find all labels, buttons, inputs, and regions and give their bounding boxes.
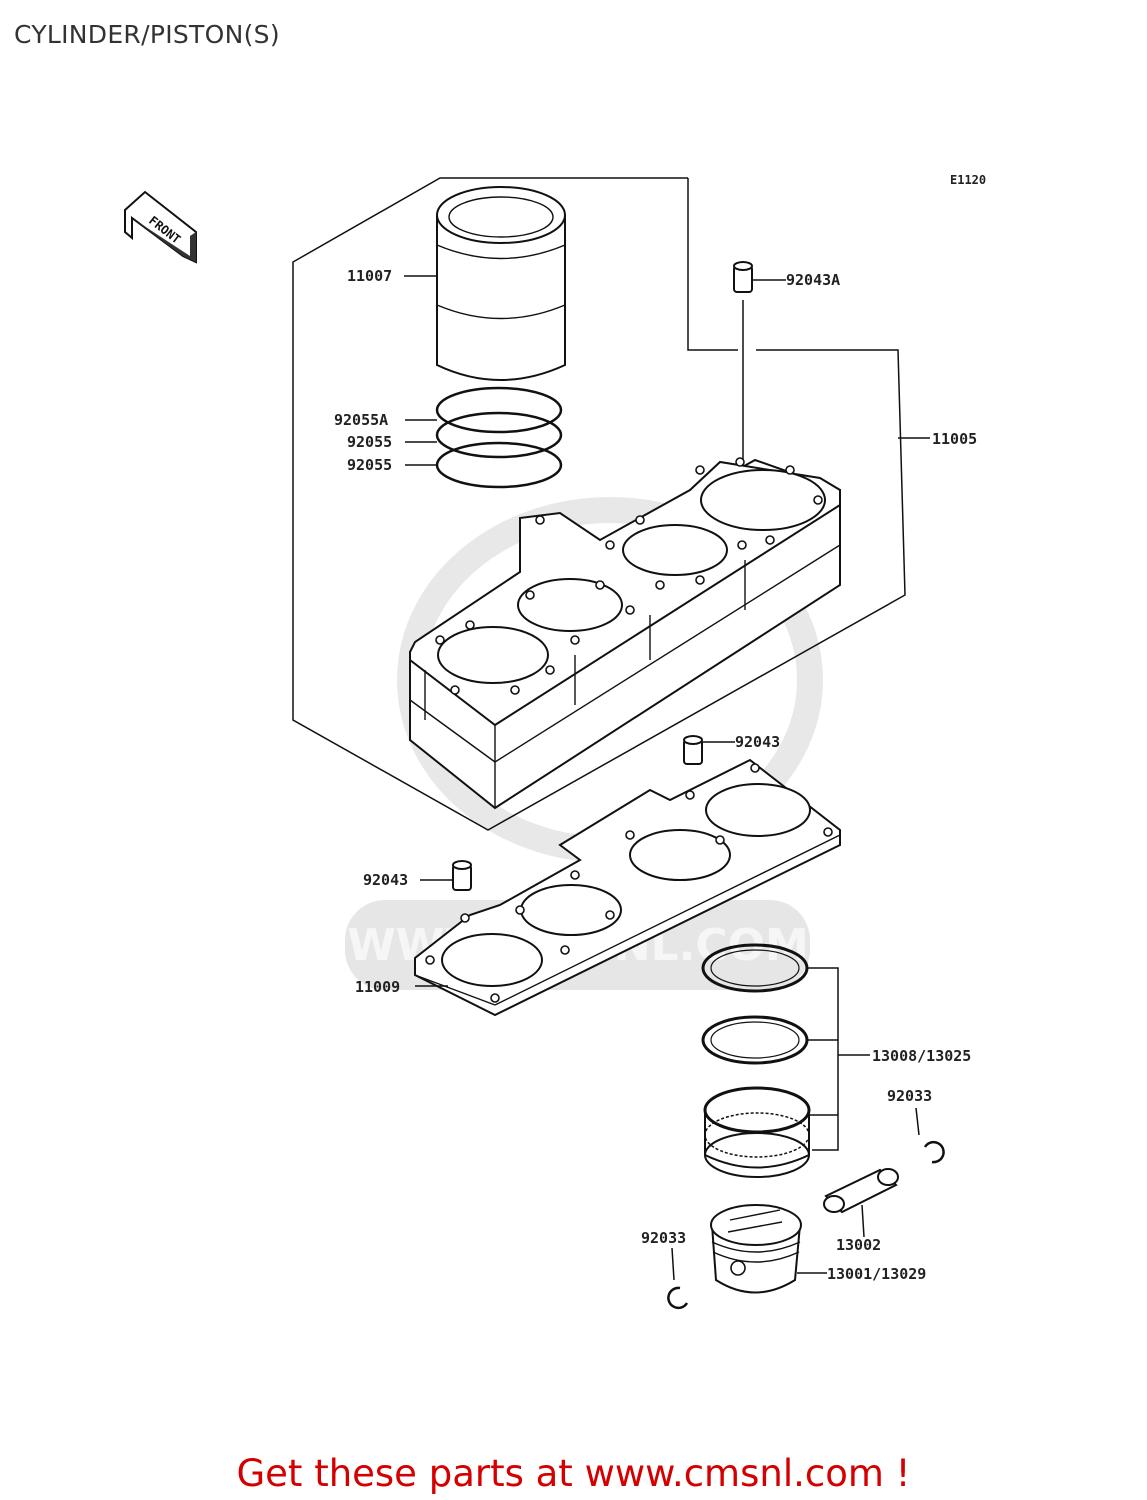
cylinder-sleeve — [436, 186, 566, 381]
label-92055-2: 92055 — [347, 456, 392, 474]
label-13002: 13002 — [836, 1236, 881, 1254]
page-title: CYLINDER/PISTON(S) — [14, 20, 280, 49]
front-arrow-icon: FRONT — [124, 190, 197, 264]
footer-link[interactable]: Get these parts at www.cmsnl.com ! — [236, 1452, 911, 1495]
label-92043-1: 92043 — [735, 733, 780, 751]
label-13008: 13008/13025 — [872, 1047, 971, 1065]
label-11005: 11005 — [932, 430, 977, 448]
dowel-pin-middle — [683, 735, 703, 765]
label-92043-2: 92043 — [363, 871, 408, 889]
o-rings — [435, 386, 563, 489]
label-11009: 11009 — [355, 978, 400, 996]
piston-pin — [823, 1168, 899, 1214]
base-gasket — [414, 758, 841, 1017]
parts-diagram: WWW.CMSNL.COM FRONT E1120 11007 92055A 9… — [124, 173, 986, 1310]
label-13001: 13001/13029 — [827, 1265, 926, 1283]
circlip-right — [923, 1140, 945, 1164]
label-92043a: 92043A — [786, 271, 840, 289]
circlip-left — [667, 1286, 689, 1310]
label-92055-1: 92055 — [347, 433, 392, 451]
piston — [710, 1204, 802, 1294]
dowel-pin-lower — [452, 860, 472, 891]
label-92033-1: 92033 — [887, 1087, 932, 1105]
diagram-code: E1120 — [950, 173, 986, 187]
label-92055a: 92055A — [334, 411, 388, 429]
group-frame — [292, 177, 906, 831]
label-92033-2: 92033 — [641, 1229, 686, 1247]
dowel-pin-top — [733, 261, 753, 293]
cylinder-block — [409, 457, 841, 810]
label-11007: 11007 — [347, 267, 392, 285]
